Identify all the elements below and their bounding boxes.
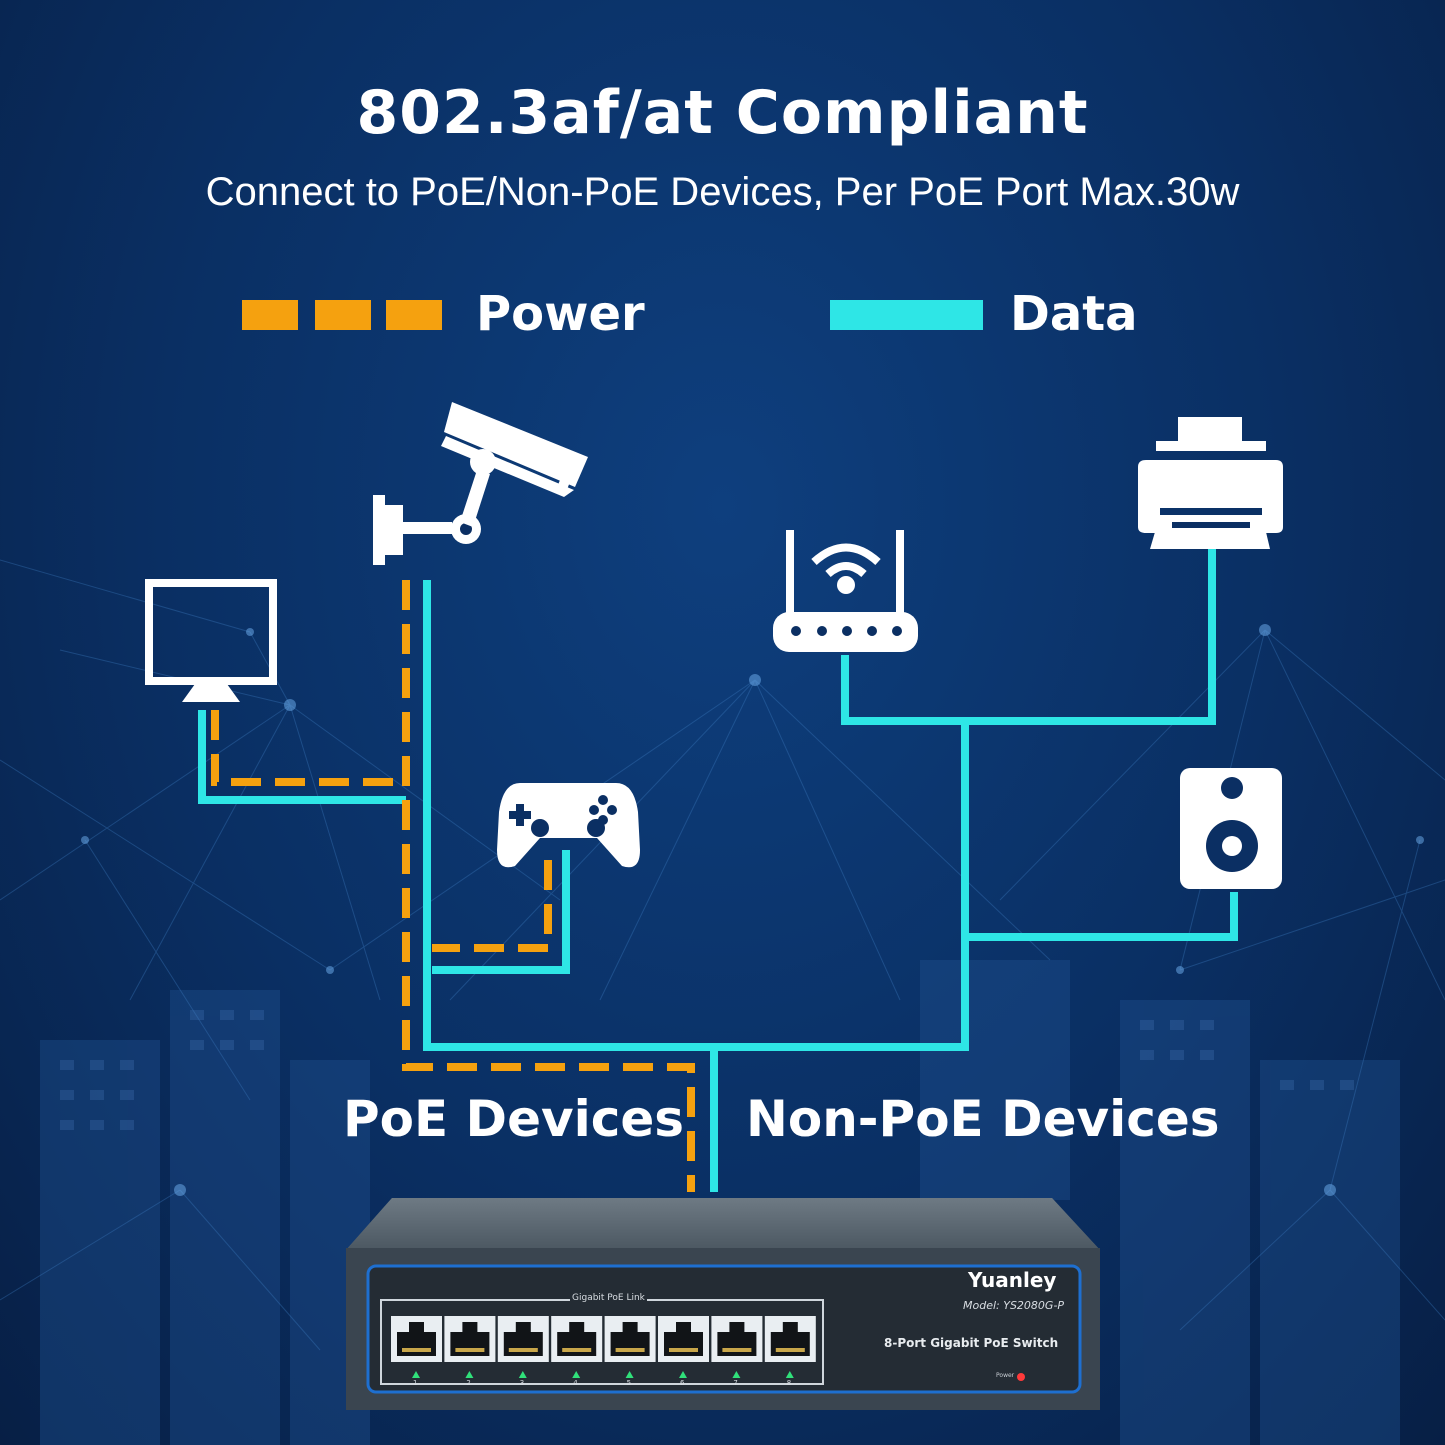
ethernet-port — [444, 1316, 496, 1378]
port-link-led — [572, 1371, 581, 1378]
switch-description: 8-Port Gigabit PoE Switch — [884, 1336, 1059, 1350]
gamepad-icon — [497, 783, 640, 868]
port-link-led — [465, 1371, 474, 1378]
ethernet-port — [497, 1316, 549, 1378]
ethernet-port — [604, 1316, 656, 1378]
port-link-led — [785, 1371, 794, 1378]
printer-icon — [1138, 417, 1283, 549]
legend-power-swatch — [242, 300, 442, 330]
page-title: 802.3af/at Compliant — [356, 78, 1089, 148]
port-number: 4 — [573, 1379, 578, 1387]
ethernet-ports — [391, 1316, 816, 1378]
network-switch — [346, 1198, 1100, 1410]
poe-devices-label: PoE Devices — [343, 1090, 685, 1148]
speaker-icon — [1180, 768, 1282, 889]
legend-data-swatch — [830, 300, 983, 330]
ethernet-port — [551, 1316, 603, 1378]
power-led — [1017, 1373, 1025, 1381]
port-link-led — [732, 1371, 741, 1378]
power-lines — [211, 580, 695, 1192]
port-number: 1 — [413, 1379, 418, 1387]
page-subtitle: Connect to PoE/Non-PoE Devices, Per PoE … — [205, 170, 1240, 214]
port-link-led — [679, 1371, 687, 1378]
ethernet-port — [711, 1316, 763, 1378]
data-lines — [198, 548, 1238, 1192]
switch-brand: Yuanley — [968, 1268, 1057, 1292]
port-number: 7 — [733, 1379, 738, 1387]
power-indicator-label: Power — [996, 1372, 1015, 1379]
monitor-icon — [145, 579, 277, 702]
ethernet-port — [658, 1316, 709, 1378]
port-link-led — [625, 1371, 634, 1378]
ethernet-port — [764, 1316, 816, 1378]
port-number: 8 — [786, 1379, 792, 1387]
ethernet-port — [391, 1316, 442, 1378]
port-number: 3 — [519, 1379, 525, 1387]
switch-model: Model: YS2080G-P — [963, 1299, 1065, 1312]
port-number: 6 — [680, 1379, 685, 1387]
port-header: Gigabit PoE Link — [570, 1293, 647, 1303]
port-number: 2 — [466, 1379, 471, 1387]
router-icon — [773, 530, 918, 652]
port-link-led — [412, 1371, 420, 1378]
legend-data-label: Data — [1010, 286, 1138, 342]
non-poe-devices-label: Non-PoE Devices — [746, 1090, 1220, 1148]
security-camera-icon — [373, 402, 588, 565]
port-number: 5 — [626, 1379, 632, 1387]
port-link-led — [518, 1371, 527, 1378]
legend-power-label: Power — [476, 286, 645, 342]
